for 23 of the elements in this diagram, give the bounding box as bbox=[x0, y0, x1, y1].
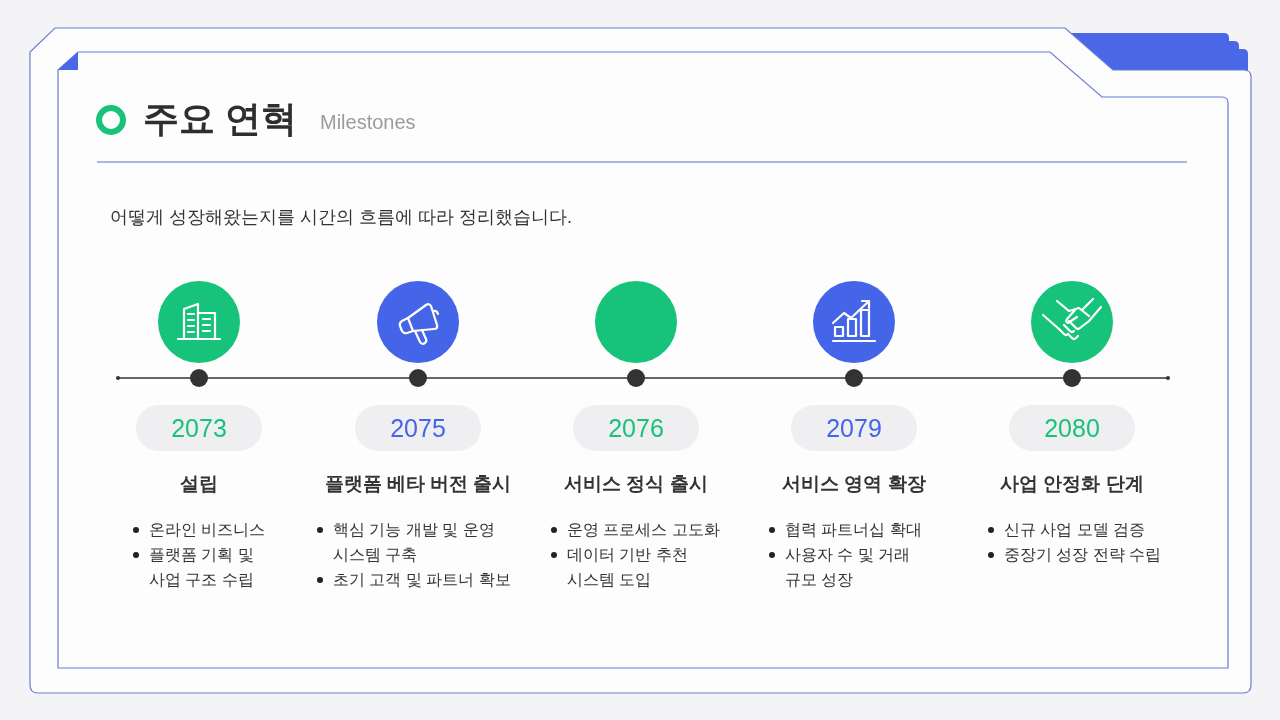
milestone-title: 서비스 영역 확장 bbox=[781, 472, 927, 496]
page-title: 주요 연혁 bbox=[143, 97, 297, 141]
year-pill: 2079 bbox=[791, 405, 917, 451]
bullet-text: 초기 고객 및 파트너 확보 bbox=[333, 570, 512, 590]
bullet-text: 핵심 기능 개발 및 운영 시스템 구축 bbox=[333, 520, 496, 565]
intro-text: 어떻게 성장해왔는지를 시간의 흐름에 따라 정리했습니다. bbox=[110, 206, 572, 229]
bullet-text: 데이터 기반 추천 시스템 도입 bbox=[567, 545, 689, 590]
milestone-title: 사업 안정화 단계 bbox=[999, 472, 1145, 496]
bullet-text: 온라인 비즈니스 bbox=[149, 520, 267, 540]
bullet-text: 중장기 성장 전략 수립 bbox=[1004, 545, 1163, 565]
milestone-title: 설립 bbox=[179, 472, 219, 496]
milestone-title: 서비스 정식 출시 bbox=[563, 472, 709, 496]
year-pill: 2075 bbox=[355, 405, 481, 451]
year-pill: 2076 bbox=[573, 405, 699, 451]
bullet-text: 협력 파트너십 확대 bbox=[785, 520, 923, 540]
bullet-text: 신규 사업 모델 검증 bbox=[1004, 520, 1147, 540]
milestone-title: 플랫폼 베타 버전 출시 bbox=[323, 472, 513, 496]
bullet-text: 사용자 수 및 거래 규모 성장 bbox=[785, 545, 912, 590]
subtitle: Milestones bbox=[320, 110, 416, 135]
bullet-text: 운영 프로세스 고도화 bbox=[567, 520, 721, 540]
year-pill: 2073 bbox=[136, 405, 262, 451]
bullet-text: 플랫폼 기획 및 사업 구조 수립 bbox=[149, 545, 255, 590]
year-pill: 2080 bbox=[1009, 405, 1135, 451]
